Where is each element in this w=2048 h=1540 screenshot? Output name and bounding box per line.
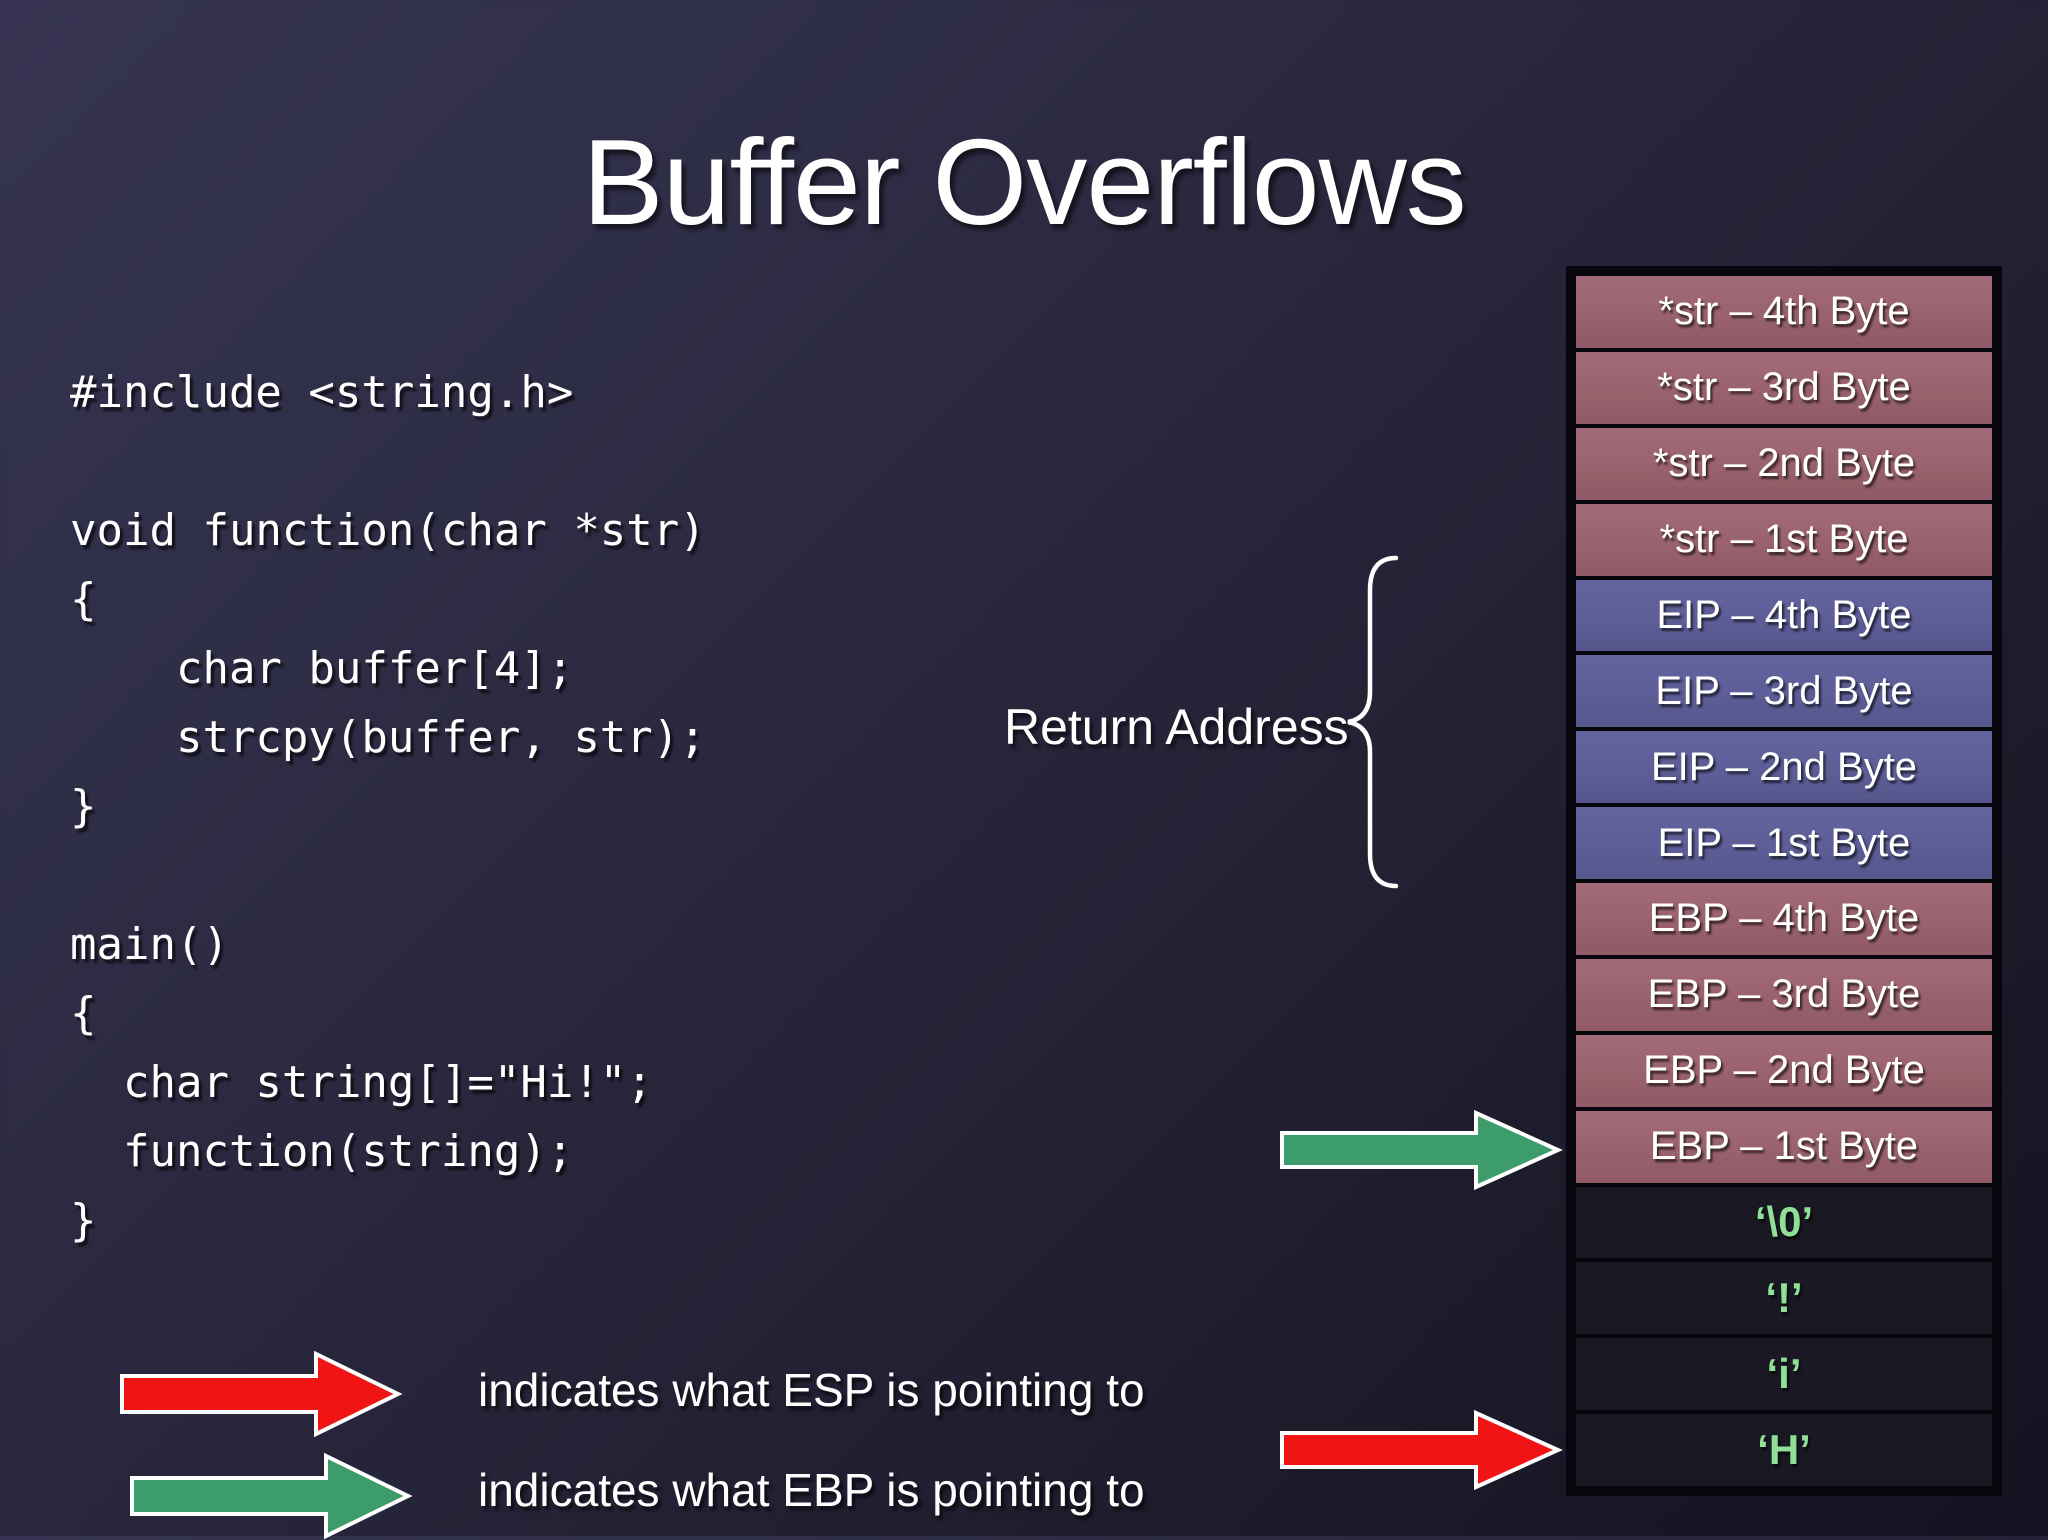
code-line: void function(char *str) [70,505,706,556]
legend-ebp-text: indicates what EBP is pointing to [478,1464,1145,1516]
stack-diagram: *str – 4th Byte *str – 3rd Byte *str – 2… [1566,266,2002,1496]
code-line: strcpy(buffer, str); [70,712,706,763]
stack-row-eip-2nd: EIP – 2nd Byte [1576,731,1992,804]
legend-ebp-arrow [130,1452,413,1540]
code-line: } [70,781,97,832]
stack-row-label: *str – 4th Byte [1658,289,1910,334]
stack-row-label: ‘!’ [1765,1274,1803,1322]
esp-pointer-arrow [1280,1409,1563,1491]
return-address-label: Return Address [1004,699,1349,755]
code-line: #include <string.h> [70,367,574,418]
stack-row-str-2nd: *str – 2nd Byte [1576,427,1992,500]
stack-row-ebp-3rd: EBP – 3rd Byte [1576,958,1992,1031]
stack-row-char-bang: ‘!’ [1576,1262,1992,1335]
code-line: function(string); [70,1126,574,1177]
stack-row-char-nul: ‘\0’ [1576,1186,1992,1259]
stack-row-ebp-2nd: EBP – 2nd Byte [1576,1034,1992,1107]
stack-row-ebp-4th: EBP – 4th Byte [1576,883,1992,955]
code-line: } [70,1195,97,1246]
stack-row-ebp-1st: EBP – 1st Byte [1576,1110,1992,1183]
stack-row-label: EIP – 1st Byte [1657,820,1911,865]
legend-esp-text: indicates what ESP is pointing to [478,1364,1145,1416]
code-line [70,427,706,496]
ebp-pointer-arrow [1280,1109,1563,1191]
slide-title: Buffer Overflows [582,114,1467,250]
stack-row-label: *str – 2nd Byte [1652,441,1916,486]
code-line: char buffer[4]; [70,643,574,694]
code-block: #include <string.h> void function(char *… [70,358,706,1255]
stack-row-str-1st: *str – 1st Byte [1576,503,1992,576]
stack-row-label: EIP – 2nd Byte [1650,744,1918,789]
curly-brace [1347,555,1399,889]
code-line: char string[]="Hi!"; [70,1057,653,1108]
code-line [70,841,706,910]
stack-row-eip-1st: EIP – 1st Byte [1576,807,1992,879]
stack-row-label: EBP – 2nd Byte [1643,1048,1925,1093]
stack-row-label: ‘\0’ [1754,1198,1814,1246]
stack-row-char-i: ‘i’ [1576,1338,1992,1411]
stack-row-eip-3rd: EIP – 3rd Byte [1576,655,1992,728]
code-line: { [70,988,97,1039]
stack-row-str-3rd: *str – 3rd Byte [1576,351,1992,424]
stack-row-eip-4th: EIP – 4th Byte [1576,579,1992,652]
stack-row-label: EBP – 3rd Byte [1647,972,1921,1017]
code-line: main() [70,919,229,970]
legend-esp-arrow [120,1350,403,1438]
stack-row-label: EBP – 4th Byte [1648,896,1920,941]
stack-row-char-h: ‘H’ [1576,1414,1992,1486]
stack-row-str-4th: *str – 4th Byte [1576,276,1992,348]
stack-row-label: ‘i’ [1766,1350,1802,1398]
stack-row-label: *str – 1st Byte [1659,517,1909,562]
stack-row-label: EIP – 3rd Byte [1655,668,1913,713]
stack-row-label: ‘H’ [1757,1426,1811,1474]
stack-row-label: EIP – 4th Byte [1656,592,1912,637]
code-line: { [70,574,97,625]
stack-row-label: *str – 3rd Byte [1657,365,1911,410]
stack-row-label: EBP – 1st Byte [1649,1124,1919,1169]
